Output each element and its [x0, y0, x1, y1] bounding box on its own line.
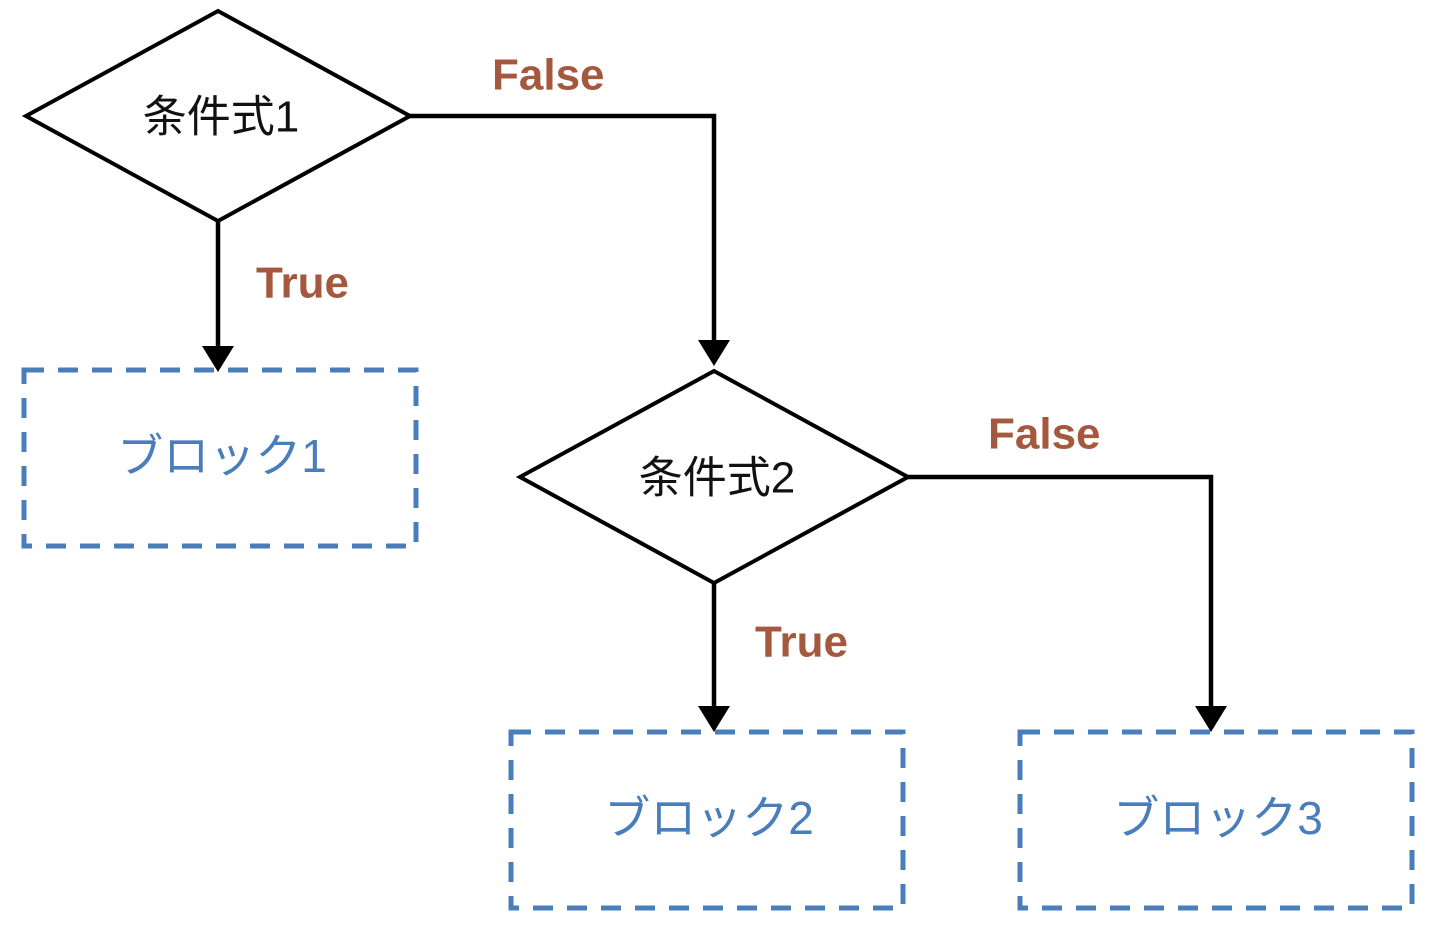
decision-diamond-cond2: [515, 368, 913, 586]
block-outline-block3: [1017, 729, 1415, 911]
block-label-block1: ブロック1: [117, 430, 327, 482]
block-label-block3: ブロック3: [1113, 792, 1323, 844]
connector-cond2-false: [908, 474, 1214, 710]
arrowhead-cond1-false: [698, 340, 730, 366]
edge-label-cond1-false: False: [492, 51, 605, 100]
edge-label-cond2-false: False: [988, 410, 1101, 459]
block-outline-block2: [508, 729, 906, 911]
edge-label-cond2-true: True: [755, 618, 848, 667]
arrowhead-cond1-true: [202, 346, 234, 372]
block-outline-block1: [21, 367, 419, 549]
block-label-block2: ブロック2: [604, 792, 814, 844]
decision-label-cond2: 条件式2: [639, 454, 795, 503]
decision-label-cond1: 条件式1: [143, 93, 299, 142]
decision-node-cond2[interactable]: 条件式2: [515, 368, 913, 586]
decision-diamond-cond1: [21, 8, 415, 224]
edge-label-cond1-true: True: [256, 259, 349, 308]
connector-cond1-false: [410, 113, 717, 344]
process-block-block1[interactable]: ブロック1: [21, 367, 419, 549]
arrowhead-cond2-false: [1195, 706, 1227, 732]
process-block-block3[interactable]: ブロック3: [1017, 729, 1415, 911]
decision-node-cond1[interactable]: 条件式1: [21, 8, 415, 224]
arrowhead-cond2-true: [698, 706, 730, 732]
process-block-block2[interactable]: ブロック2: [508, 729, 906, 911]
